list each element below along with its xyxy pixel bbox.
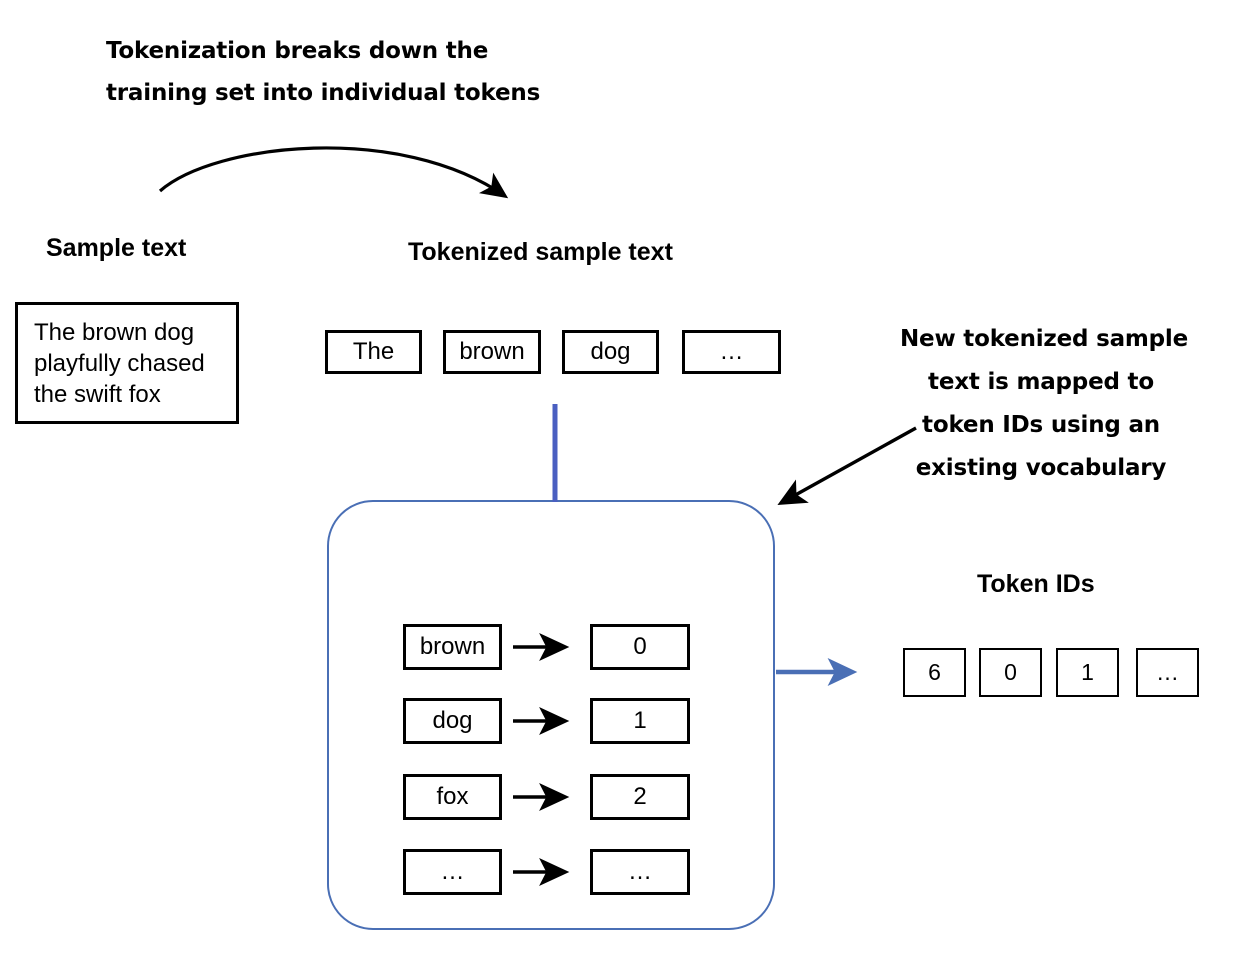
vocab-id-box: … [590,849,690,895]
vocab-id-box: 2 [590,774,690,820]
top-annotation-line-1: Tokenization breaks down the [106,38,489,64]
vocab-id-label: 0 [633,633,647,660]
token-id-label: 1 [1081,659,1094,685]
top-annotation-line-2: training set into individual tokens [106,80,541,106]
token-id-label: … [1156,659,1179,685]
vocab-id-box: 0 [590,624,690,670]
sample-text-line-1: The brown dog [34,319,195,346]
token-box: … [682,330,781,374]
token-label: … [719,338,744,365]
vocab-id-label: 1 [633,707,647,734]
vocab-word-label: … [440,858,465,885]
token-ids-title: Token IDs [977,570,1095,598]
vocab-word-label: fox [436,783,469,810]
token-box: dog [562,330,659,374]
token-box: brown [443,330,541,374]
right-annotation-line-1: New tokenized sample [900,326,1189,352]
tokenized-sample-text-title: Tokenized sample text [408,238,673,266]
right-annotation: New tokenized sample text is mapped to t… [900,318,1189,490]
token-box: The [325,330,422,374]
vocab-id-box: 1 [590,698,690,744]
token-id-label: 0 [1004,659,1017,685]
right-annotation-line-4: existing vocabulary [915,455,1167,481]
token-id-box: 1 [1056,648,1119,697]
existing-vocabulary-panel [327,500,775,930]
vocab-word-label: brown [419,633,486,660]
vocab-word-box: fox [403,774,502,820]
sample-text-line-2: playfully chased [34,350,205,377]
vocab-word-label: dog [432,707,473,734]
vocab-id-label: … [628,858,652,885]
token-id-box: 0 [979,648,1042,697]
token-id-box: … [1136,648,1199,697]
vocab-word-box: brown [403,624,502,670]
token-label: dog [590,338,631,365]
right-annotation-line-3: token IDs using an [922,412,1160,438]
token-label: brown [459,338,525,365]
token-label: The [352,338,395,365]
token-id-box: 6 [903,648,966,697]
sample-text-title: Sample text [46,234,187,262]
right-annotation-line-2: text is mapped to [928,369,1154,395]
sample-text-box: The brown dog playfully chased the swift… [15,302,239,424]
diagonal-arrow-icon [777,426,917,505]
token-id-label: 6 [928,659,941,685]
vocab-id-label: 2 [633,783,647,810]
top-annotation: Tokenization breaks down the training se… [106,30,541,114]
vocab-word-box: dog [403,698,502,744]
vocab-word-box: … [403,849,502,895]
sample-text-line-3: the swift fox [34,381,161,408]
curved-arrow-icon [158,146,509,199]
